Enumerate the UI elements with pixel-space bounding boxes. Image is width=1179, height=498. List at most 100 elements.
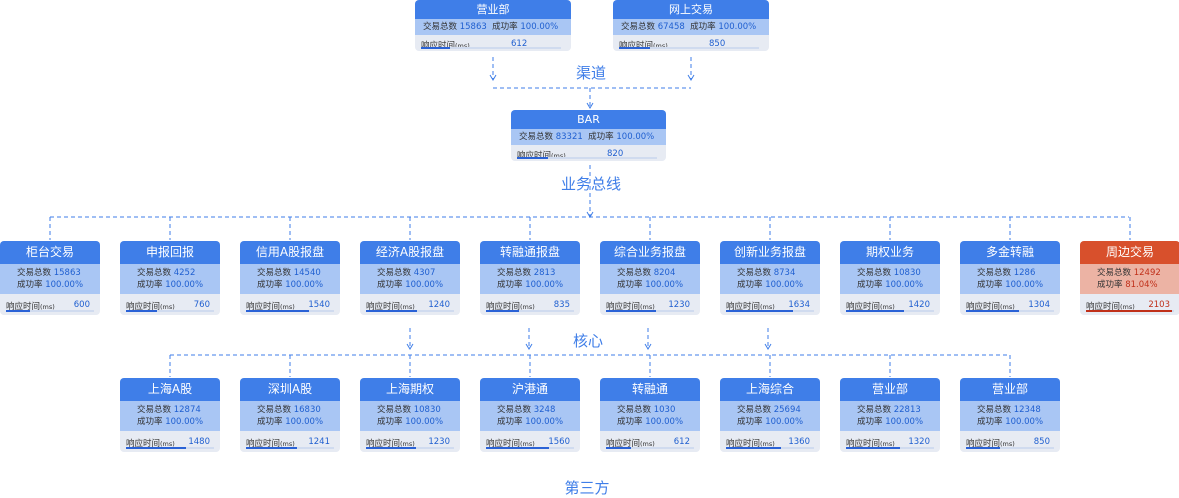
response-time-bar xyxy=(846,447,934,449)
response-time-bar xyxy=(6,310,94,312)
response-time-bar-fill xyxy=(517,157,548,159)
success-value: 100.00% xyxy=(45,280,84,290)
total-value: 10830 xyxy=(413,405,441,415)
response-time-row: 响应时间(ms)1230 xyxy=(360,431,460,452)
success-value: 100.00% xyxy=(285,280,324,290)
response-time-bar-fill xyxy=(619,47,650,49)
response-time-bar-fill xyxy=(246,447,298,449)
node-channel-0[interactable]: 营业部交易总数 15863 成功率 100.00%响应时间(ms)612 xyxy=(415,0,571,51)
total-value: 1030 xyxy=(653,405,676,415)
response-time-bar xyxy=(606,447,694,449)
response-time-bar-fill xyxy=(966,447,1001,449)
response-time-value: 1480 xyxy=(188,437,210,447)
node-title: 周边交易 xyxy=(1080,241,1179,264)
total-label: 交易总数 xyxy=(617,268,652,278)
total-value: 4252 xyxy=(173,268,196,278)
response-time-bar xyxy=(1086,310,1174,312)
response-time-label: 响应时间(ms) xyxy=(726,439,775,449)
success-value: 100.00% xyxy=(520,22,559,32)
total-value: 83321 xyxy=(555,132,583,142)
total-label: 交易总数 xyxy=(857,268,892,278)
total-label: 交易总数 xyxy=(1097,268,1132,278)
response-time-bar xyxy=(366,447,454,449)
success-label: 成功率 xyxy=(690,22,716,32)
response-time-row: 响应时间(ms)1240 xyxy=(360,294,460,315)
response-time-row: 响应时间(ms)1480 xyxy=(120,431,220,452)
response-time-label: 响应时间(ms) xyxy=(366,302,415,312)
success-value: 100.00% xyxy=(165,417,204,427)
response-time-bar-fill xyxy=(966,310,1019,312)
node-title: 柜台交易 xyxy=(0,241,100,264)
response-time-bar xyxy=(726,310,814,312)
response-time-value: 1304 xyxy=(1028,300,1050,310)
response-time-label: 响应时间(ms) xyxy=(486,439,535,449)
response-time-row: 响应时间(ms)1420 xyxy=(840,294,940,315)
total-value: 67458 xyxy=(657,22,685,32)
response-time-value: 850 xyxy=(709,39,726,49)
success-value: 100.00% xyxy=(525,280,564,290)
response-time-row: 响应时间(ms) 2103 xyxy=(1080,294,1179,315)
total-value: 12874 xyxy=(173,405,201,415)
total-label: 交易总数 xyxy=(519,132,554,142)
node-channel-1[interactable]: 网上交易交易总数 67458 成功率 100.00%响应时间(ms)850 xyxy=(613,0,769,51)
response-time-value: 1360 xyxy=(788,437,810,447)
total-label: 交易总数 xyxy=(257,268,292,278)
response-time-label: 响应时间(ms) xyxy=(619,41,668,51)
layer-label-third-party: 第三方 xyxy=(564,479,610,497)
response-time-value: 1420 xyxy=(908,300,930,310)
response-time-label: 响应时间(ms) xyxy=(1086,302,1135,312)
response-time-label: 响应时间(ms) xyxy=(6,302,55,312)
total-value: 10830 xyxy=(893,268,921,278)
response-time-label: 响应时间(ms) xyxy=(606,439,655,449)
response-time-value: 2103 xyxy=(1148,300,1170,310)
response-time-value: 1241 xyxy=(308,437,330,447)
response-time-value: 820 xyxy=(607,149,624,159)
total-label: 交易总数 xyxy=(137,405,172,415)
node-title: 上海综合 xyxy=(720,378,820,401)
node-title: 转融通 xyxy=(600,378,700,401)
response-time-row: 响应时间(ms)760 xyxy=(120,294,220,315)
response-time-label: 响应时间(ms) xyxy=(606,302,655,312)
success-label: 成功率 xyxy=(17,280,43,290)
response-time-value: 1560 xyxy=(548,437,570,447)
total-label: 交易总数 xyxy=(257,405,292,415)
node-stats: 交易总数 67458 成功率 100.00% xyxy=(613,19,769,35)
node-title: 深圳A股 xyxy=(240,378,340,401)
arrow-head-icon xyxy=(525,343,533,350)
response-time-bar xyxy=(126,447,214,449)
success-value: 100.00% xyxy=(165,280,204,290)
success-label: 成功率 xyxy=(377,417,403,427)
success-label: 成功率 xyxy=(137,417,163,427)
total-label: 交易总数 xyxy=(737,268,772,278)
total-label: 交易总数 xyxy=(17,268,52,278)
total-value: 1286 xyxy=(1013,268,1036,278)
node-title: 创新业务报盘 xyxy=(720,241,820,264)
